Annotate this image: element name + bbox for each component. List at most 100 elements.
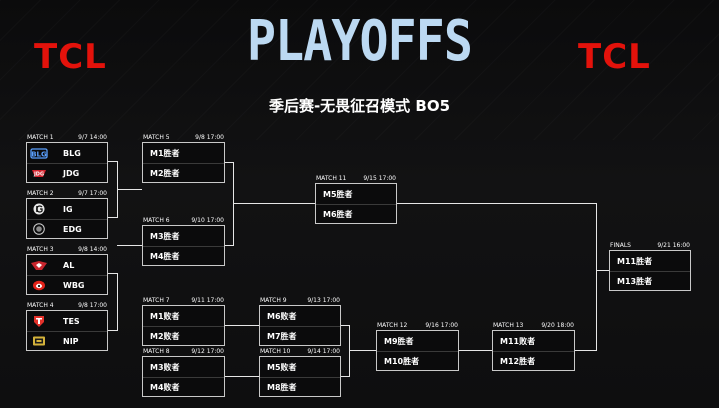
team-name: JDG (63, 168, 80, 178)
team-row[interactable]: M8胜者 (260, 377, 340, 397)
jdg-logo-icon: JDG (30, 167, 48, 179)
team-row[interactable]: IG (27, 199, 107, 219)
team-name: M11胜者 (617, 256, 653, 266)
row-divider (27, 219, 107, 220)
bracket-connector (108, 217, 117, 218)
team-name: TES (63, 316, 80, 326)
bracket-connector (108, 273, 117, 274)
team-name: IG (63, 204, 73, 214)
bracket-connector (225, 376, 259, 377)
match-label: MATCH 9 (260, 297, 287, 304)
match-box[interactable]: TES NIP (26, 310, 108, 351)
match-box[interactable]: M3败者 M4败者 (142, 356, 225, 397)
team-name: M13胜者 (617, 276, 653, 286)
bracket-connector (233, 203, 315, 204)
match-label: MATCH 6 (143, 217, 170, 224)
team-row[interactable]: M2胜者 (143, 163, 224, 183)
team-row[interactable]: BLG BLG (27, 143, 107, 163)
team-row[interactable]: M2败者 (143, 326, 224, 346)
team-name: EDG (63, 224, 82, 234)
team-name: M12胜者 (500, 356, 536, 366)
team-name: M6败者 (267, 311, 297, 321)
match-date: 9/10 17:00 (191, 217, 224, 224)
team-row[interactable]: WBG (27, 275, 107, 295)
team-row[interactable]: M1胜者 (143, 143, 224, 163)
team-row[interactable]: M1败者 (143, 306, 224, 326)
match-date: 9/13 17:00 (307, 297, 340, 304)
row-divider (27, 331, 107, 332)
match-date: 9/11 17:00 (191, 297, 224, 304)
match-date: 9/7 17:00 (78, 190, 107, 197)
row-divider (316, 204, 396, 205)
team-row[interactable]: M3胜者 (143, 226, 224, 246)
match-box[interactable]: M5胜者 M6胜者 (315, 183, 397, 224)
team-row[interactable]: AL (27, 255, 107, 275)
team-row[interactable]: M11败者 (493, 331, 574, 351)
team-row[interactable]: TES (27, 311, 107, 331)
match-date: 9/21 16:00 (657, 242, 690, 249)
bracket-connector (233, 162, 234, 246)
bracket-connector (225, 245, 234, 246)
svg-text:JDG: JDG (33, 171, 44, 177)
bracket-connector (596, 203, 597, 351)
team-name: M5胜者 (323, 189, 353, 199)
match-box[interactable]: BLG BLG JDG JDG (26, 142, 108, 183)
match-box[interactable]: M5败者 M8胜者 (259, 356, 341, 397)
team-row[interactable]: M7胜者 (260, 326, 340, 346)
match-box[interactable]: M6败者 M7胜者 (259, 305, 341, 346)
team-name: M2胜者 (150, 168, 180, 178)
team-row[interactable]: M3败者 (143, 357, 224, 377)
team-row[interactable]: M4胜者 (143, 246, 224, 266)
team-row[interactable]: M6败者 (260, 306, 340, 326)
team-name: M4败者 (150, 382, 180, 392)
row-divider (143, 163, 224, 164)
match-box[interactable]: M11败者 M12胜者 (492, 330, 575, 371)
background-pattern (0, 0, 719, 140)
team-row[interactable]: M10胜者 (377, 351, 458, 371)
team-row[interactable]: NIP (27, 331, 107, 351)
wbg-logo-icon (30, 279, 48, 291)
match-box[interactable]: M1败者 M2败者 (142, 305, 225, 346)
match-date: 9/7 14:00 (78, 134, 107, 141)
match-label: MATCH 11 (316, 175, 347, 182)
bracket-connector (349, 350, 376, 351)
bracket-connector (459, 350, 492, 351)
bracket-connector (349, 325, 350, 377)
match-label: MATCH 8 (143, 348, 170, 355)
blg-logo-icon: BLG (30, 147, 48, 159)
match-box[interactable]: M3胜者 M4胜者 (142, 225, 225, 266)
team-name: M10胜者 (384, 356, 420, 366)
team-row[interactable]: M11胜者 (610, 251, 690, 271)
team-row[interactable]: M5胜者 (316, 184, 396, 204)
team-row[interactable]: M12胜者 (493, 351, 574, 371)
match-box[interactable]: M1胜者 M2胜者 (142, 142, 225, 183)
team-row[interactable]: M6胜者 (316, 204, 396, 224)
team-row[interactable]: JDG JDG (27, 163, 107, 183)
match-date: 9/16 17:00 (425, 322, 458, 329)
match-box[interactable]: IG EDG (26, 198, 108, 239)
match-box[interactable]: AL WBG (26, 254, 108, 295)
al-logo-icon (30, 259, 48, 271)
page-subtitle: 季后赛-无畏征召模式 BO5 (268, 97, 451, 115)
row-divider (377, 351, 458, 352)
team-row[interactable]: M13胜者 (610, 271, 690, 291)
team-row[interactable]: M5败者 (260, 357, 340, 377)
match-date: 9/15 17:00 (363, 175, 396, 182)
edg-logo-icon (30, 223, 48, 235)
match-label: MATCH 4 (27, 302, 54, 309)
match-date: 9/8 14:00 (78, 246, 107, 253)
match-label: FINALS (610, 242, 631, 249)
team-name: BLG (63, 148, 81, 158)
match-label: MATCH 10 (260, 348, 291, 355)
team-name: M9胜者 (384, 336, 414, 346)
bracket-connector (341, 376, 350, 377)
team-row[interactable]: M4败者 (143, 377, 224, 397)
row-divider (27, 275, 107, 276)
match-label: MATCH 7 (143, 297, 170, 304)
team-row[interactable]: M9胜者 (377, 331, 458, 351)
team-row[interactable]: EDG (27, 219, 107, 239)
team-name: M3败者 (150, 362, 180, 372)
match-box[interactable]: M9胜者 M10胜者 (376, 330, 459, 371)
match-box[interactable]: M11胜者 M13胜者 (609, 250, 691, 291)
match-label: MATCH 3 (27, 246, 54, 253)
